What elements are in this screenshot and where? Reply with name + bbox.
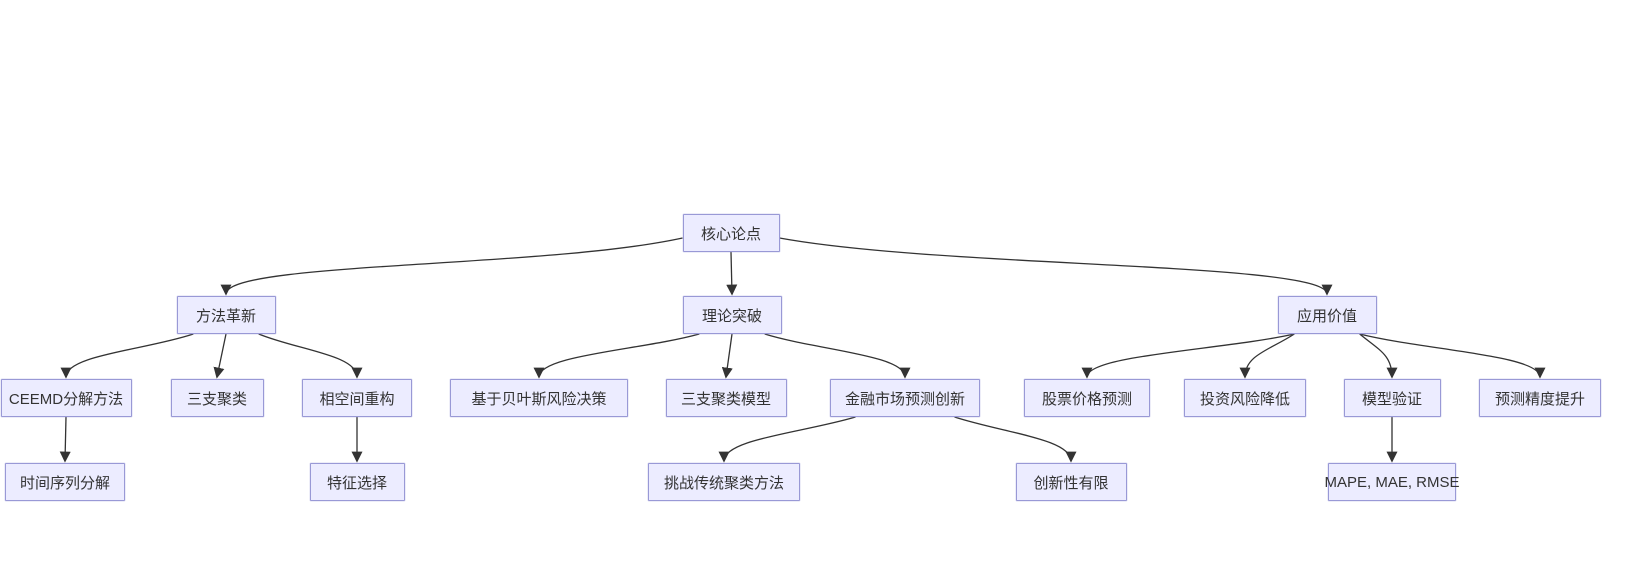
edge-method-ceemd: [60, 333, 194, 379]
node-stock: 股票价格预测: [1024, 379, 1150, 417]
node-label: 相空间重构: [319, 390, 395, 408]
edge-finance-limited: [954, 416, 1077, 463]
node-label: 核心论点: [700, 225, 761, 243]
edge-value-precision: [1359, 333, 1546, 379]
node-challenge: 挑战传统聚类方法: [648, 463, 800, 501]
node-finance: 金融市场预测创新: [830, 379, 980, 417]
edge-method-three-cluster: [213, 333, 227, 379]
edge-core-theory: [726, 251, 738, 296]
node-limited: 创新性有限: [1015, 463, 1127, 501]
edge-finance-challenge: [718, 416, 856, 463]
node-label: 应用价值: [1296, 307, 1357, 325]
node-label: 三支聚类模型: [680, 390, 771, 408]
node-label: 金融市场预测创新: [844, 390, 965, 408]
node-mape: MAPE, MAE, RMSE: [1324, 463, 1460, 501]
node-label: 时间序列分解: [19, 474, 110, 492]
node-label: 方法革新: [195, 307, 256, 325]
node-label: MAPE, MAE, RMSE: [1324, 473, 1460, 491]
node-label: 基于贝叶斯风险决策: [471, 390, 607, 408]
node-label: 股票价格预测: [1041, 390, 1132, 408]
edge-value-model-valid: [1359, 333, 1398, 379]
edge-theory-finance: [764, 333, 911, 379]
node-label: 挑战传统聚类方法: [663, 474, 784, 492]
edge-theory-bayes: [533, 333, 700, 379]
node-three-model: 三支聚类模型: [665, 379, 787, 417]
node-model-valid: 模型验证: [1343, 379, 1441, 417]
node-decomp: 时间序列分解: [5, 463, 125, 501]
node-feature: 特征选择: [309, 463, 405, 501]
node-label: 理论突破: [701, 307, 762, 325]
node-invest: 投资风险降低: [1184, 379, 1306, 417]
node-label: 预测精度提升: [1494, 390, 1585, 408]
node-label: 特征选择: [326, 474, 387, 492]
node-label: 投资风险降低: [1199, 390, 1290, 408]
node-phase: 相空间重构: [302, 379, 412, 417]
edge-ceemd-decomp: [59, 416, 71, 463]
edge-theory-three-model: [721, 333, 733, 379]
node-label: 模型验证: [1361, 390, 1422, 408]
node-ceemd: CEEMD分解方法: [0, 379, 132, 417]
node-bayes: 基于贝叶斯风险决策: [450, 379, 628, 417]
edge-core-value: [779, 237, 1333, 296]
node-label: 创新性有限: [1033, 474, 1109, 492]
node-method: 方法革新: [176, 296, 276, 334]
node-three-cluster: 三支聚类: [170, 379, 264, 417]
edge-value-stock: [1081, 333, 1295, 379]
edge-value-invest: [1239, 333, 1295, 379]
edge-method-phase: [258, 333, 363, 379]
edge-core-method: [220, 237, 683, 296]
node-core: 核心论点: [682, 214, 780, 252]
node-label: 三支聚类: [186, 390, 247, 408]
node-theory: 理论突破: [682, 296, 782, 334]
node-label: CEEMD分解方法: [8, 390, 124, 408]
node-value: 应用价值: [1277, 296, 1377, 334]
node-precision: 预测精度提升: [1479, 379, 1601, 417]
